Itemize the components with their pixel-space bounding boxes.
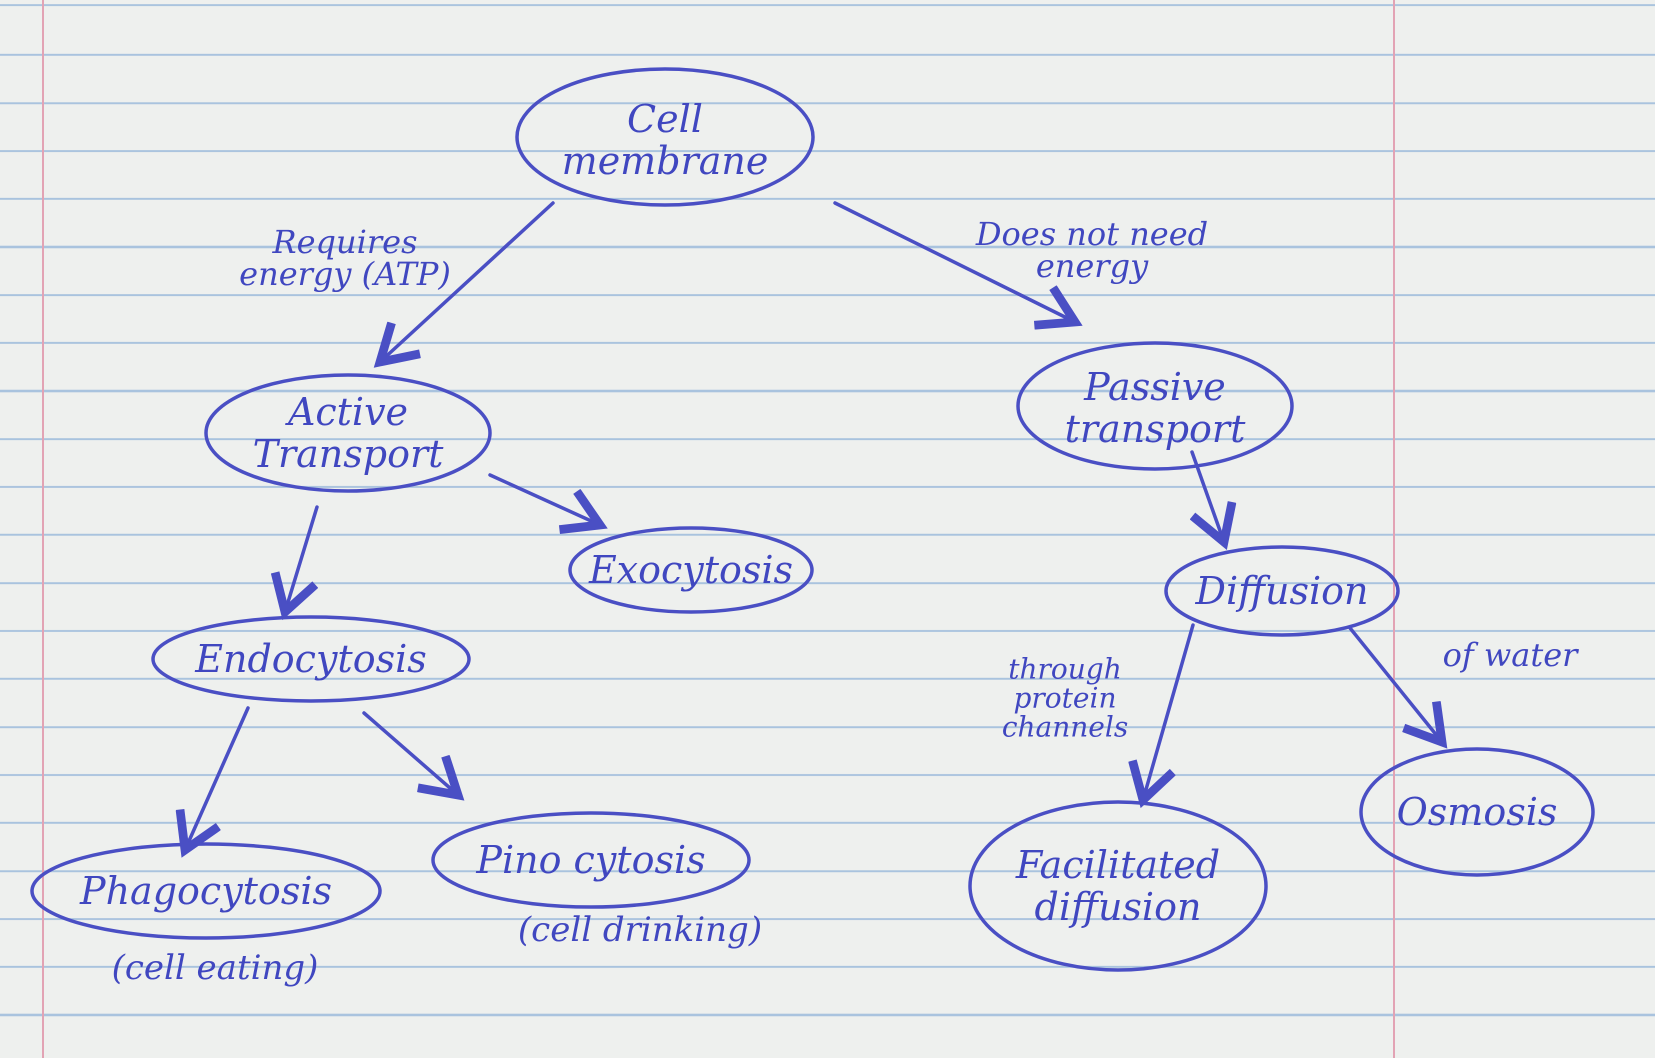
node-oval-passive-transport [1016,341,1294,471]
node-pinocytosis-note: (cell drinking) [517,910,763,950]
arrow-active-to-endocytosis [285,505,319,612]
node-oval-diffusion [1164,545,1400,637]
left-margin-line [42,0,44,1058]
node-oval-pinocytosis [431,811,751,909]
arrow-active-to-exocytosis [488,473,600,525]
node-oval-active-transport [204,373,492,493]
right-margin-line [1393,0,1395,1058]
edge-label-protein-channels: through protein channels [1001,652,1129,744]
node-oval-exocytosis [568,526,814,614]
node-exocytosis: Exocytosis [588,548,794,592]
node-oval-facilitated-diffusion [968,800,1268,972]
arrow-membrane-to-active [380,201,555,362]
node-oval-osmosis [1359,747,1595,877]
node-facilitated-diffusion: Facilitated diffusion [1015,843,1221,929]
edge-label-requires-energy: Requires energy (ATP) [239,223,451,293]
node-endocytosis: Endocytosis [195,637,427,681]
arrow-diffusion-to-facilitated [1143,623,1195,800]
node-pinocytosis: Pino cytosis [476,838,706,882]
node-oval-cell-membrane [515,67,815,207]
node-cell-membrane: Cell membrane [561,97,769,183]
arrow-endocytosis-to-pinocytosis [362,711,458,795]
node-passive-transport: Passive transport [1064,365,1246,451]
node-phagocytosis: Phagocytosis [80,869,332,913]
node-diffusion: Diffusion [1195,569,1369,613]
edge-label-of-water: of water [1442,636,1578,674]
arrow-endocytosis-to-phagocytosis [185,706,250,850]
node-phagocytosis-note: (cell eating) [111,948,319,988]
arrow-passive-to-diffusion [1192,450,1224,542]
arrow-diffusion-to-osmosis [1348,626,1442,742]
node-active-transport: Active Transport [252,390,444,476]
node-osmosis: Osmosis [1396,790,1558,834]
edge-label-no-energy: Does not need energy [975,215,1209,285]
arrow-membrane-to-passive [833,201,1075,322]
